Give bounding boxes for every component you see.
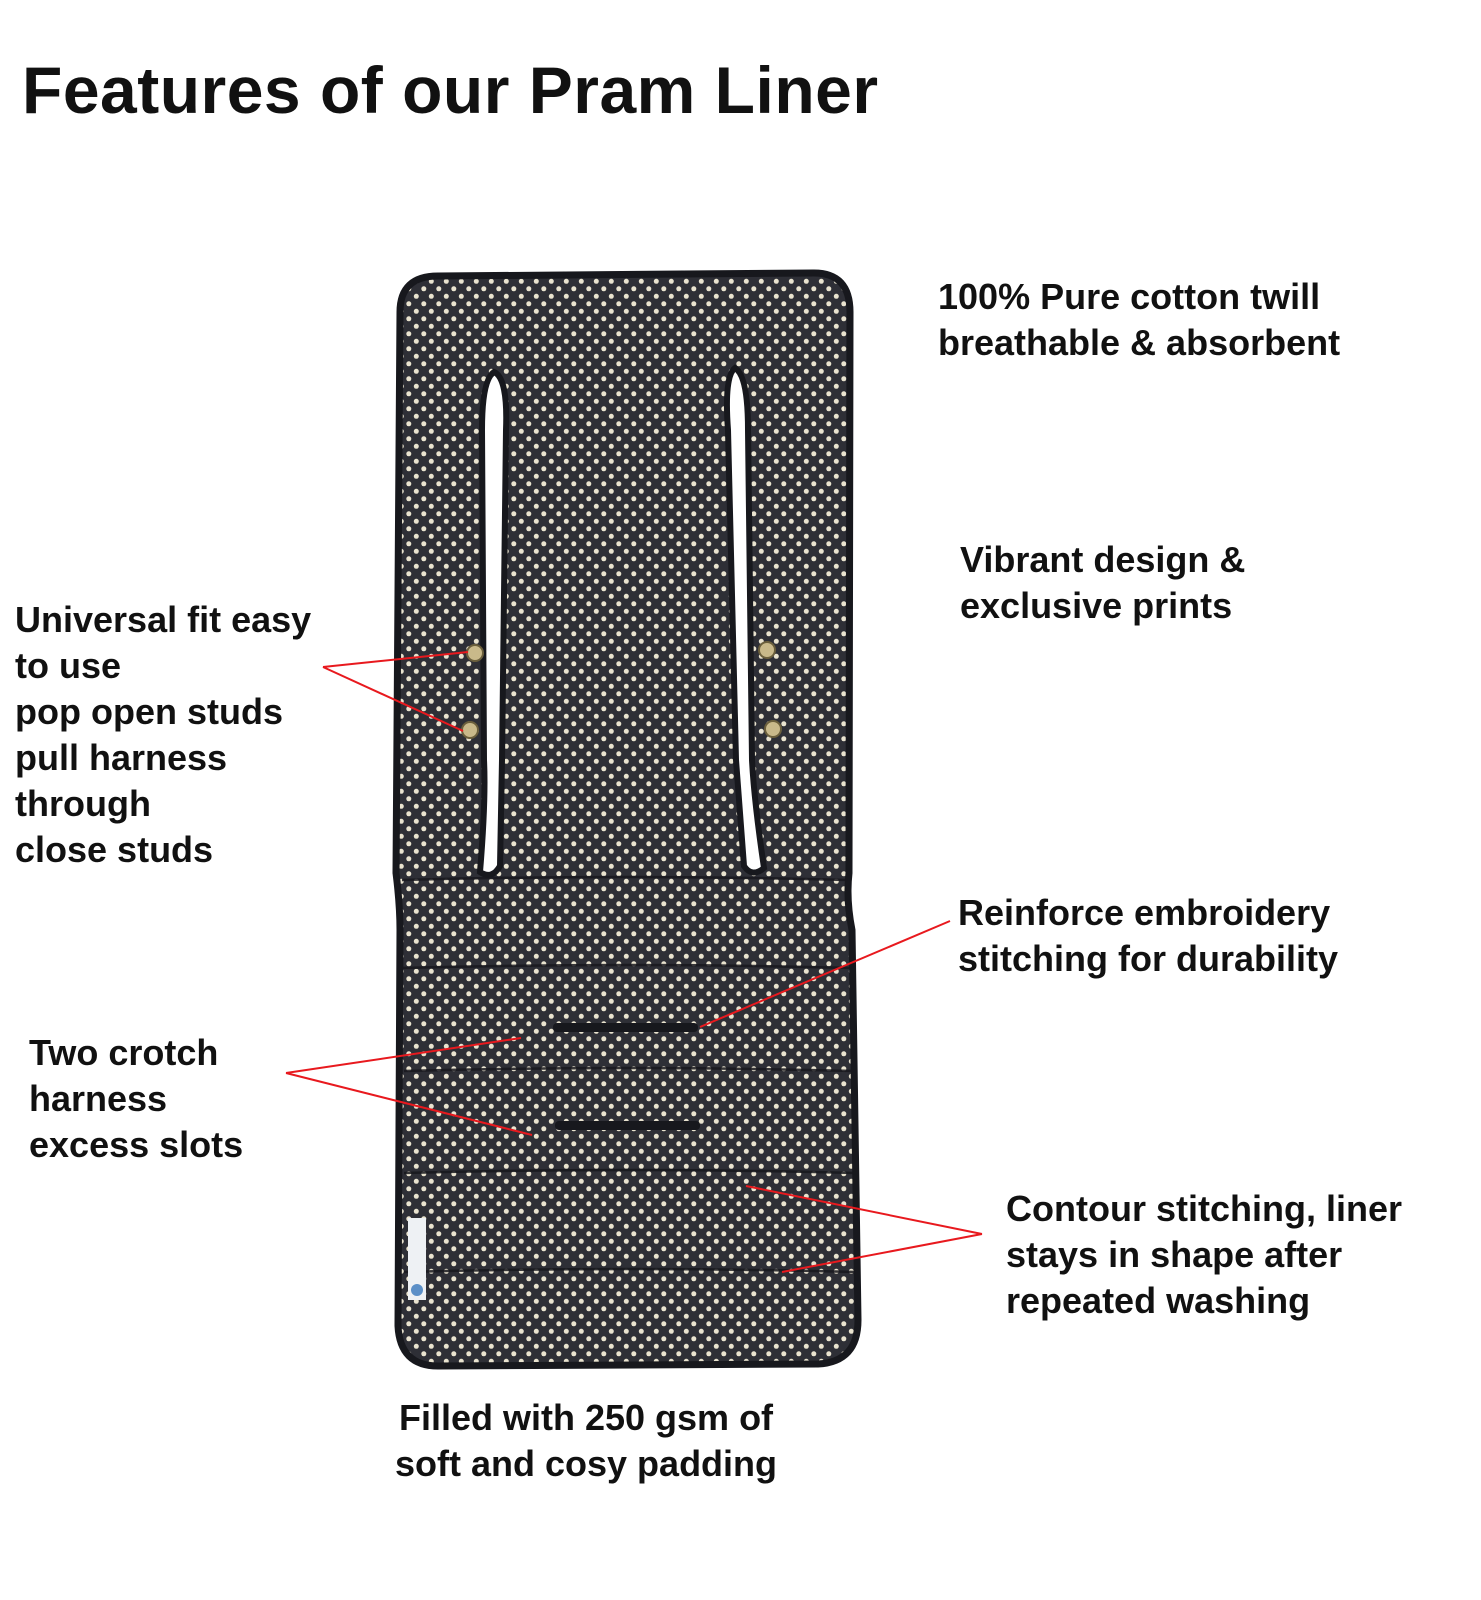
feature-universal-line: Universal fit easy bbox=[15, 599, 312, 640]
feature-cotton: 100% Pure cotton twill breathable & abso… bbox=[938, 274, 1340, 366]
contour-stitching bbox=[401, 875, 857, 1274]
feature-reinforce-stitching: Reinforce embroidery stitching for durab… bbox=[958, 890, 1338, 982]
pram-liner-body bbox=[392, 269, 862, 1370]
feature-contour-line: repeated washing bbox=[1006, 1280, 1311, 1321]
feature-crotch-line: harness bbox=[29, 1078, 168, 1119]
crotch-slot-upper bbox=[553, 1023, 698, 1032]
left-harness-slot bbox=[476, 368, 510, 878]
feature-reinforce-line: Reinforce embroidery bbox=[958, 892, 1331, 933]
feature-vibrant-line: Vibrant design & bbox=[960, 539, 1246, 580]
feature-cotton-line: 100% Pure cotton twill bbox=[938, 276, 1321, 317]
feature-universal-line: pull harness bbox=[15, 737, 228, 778]
feature-universal-line: to use bbox=[15, 645, 122, 686]
page-title: Features of our Pram Liner bbox=[22, 53, 879, 127]
feature-crotch-line: excess slots bbox=[29, 1124, 244, 1165]
leader-lines bbox=[285, 651, 983, 1273]
right-harness-slot bbox=[723, 364, 768, 876]
feature-crotch-line: Two crotch bbox=[29, 1032, 219, 1073]
feature-universal-line: through bbox=[15, 783, 151, 824]
feature-cotton-line: breathable & absorbent bbox=[938, 322, 1341, 363]
feature-universal-fit: Universal fit easy to use pop open studs… bbox=[15, 597, 311, 873]
feature-contour-stitching: Contour stitching, liner stays in shape … bbox=[1006, 1186, 1402, 1324]
feature-contour-line: stays in shape after bbox=[1006, 1234, 1343, 1275]
feature-crotch-slots: Two crotch harness excess slots bbox=[29, 1030, 243, 1168]
feature-universal-line: pop open studs bbox=[15, 691, 283, 732]
feature-vibrant-design: Vibrant design & exclusive prints bbox=[960, 537, 1245, 629]
brand-logo-icon bbox=[411, 1284, 423, 1296]
feature-universal-line: close studs bbox=[15, 829, 214, 870]
feature-vibrant-line: exclusive prints bbox=[960, 585, 1233, 626]
feature-padding-line: soft and cosy padding bbox=[395, 1443, 778, 1484]
feature-padding: Filled with 250 gsm of soft and cosy pad… bbox=[395, 1395, 777, 1487]
pop-open-studs bbox=[461, 641, 782, 739]
brand-label bbox=[408, 1218, 426, 1300]
feature-padding-line: Filled with 250 gsm of bbox=[398, 1397, 774, 1438]
crotch-slot-lower bbox=[555, 1121, 700, 1130]
feature-contour-line: Contour stitching, liner bbox=[1006, 1188, 1402, 1229]
feature-reinforce-line: stitching for durability bbox=[958, 938, 1339, 979]
